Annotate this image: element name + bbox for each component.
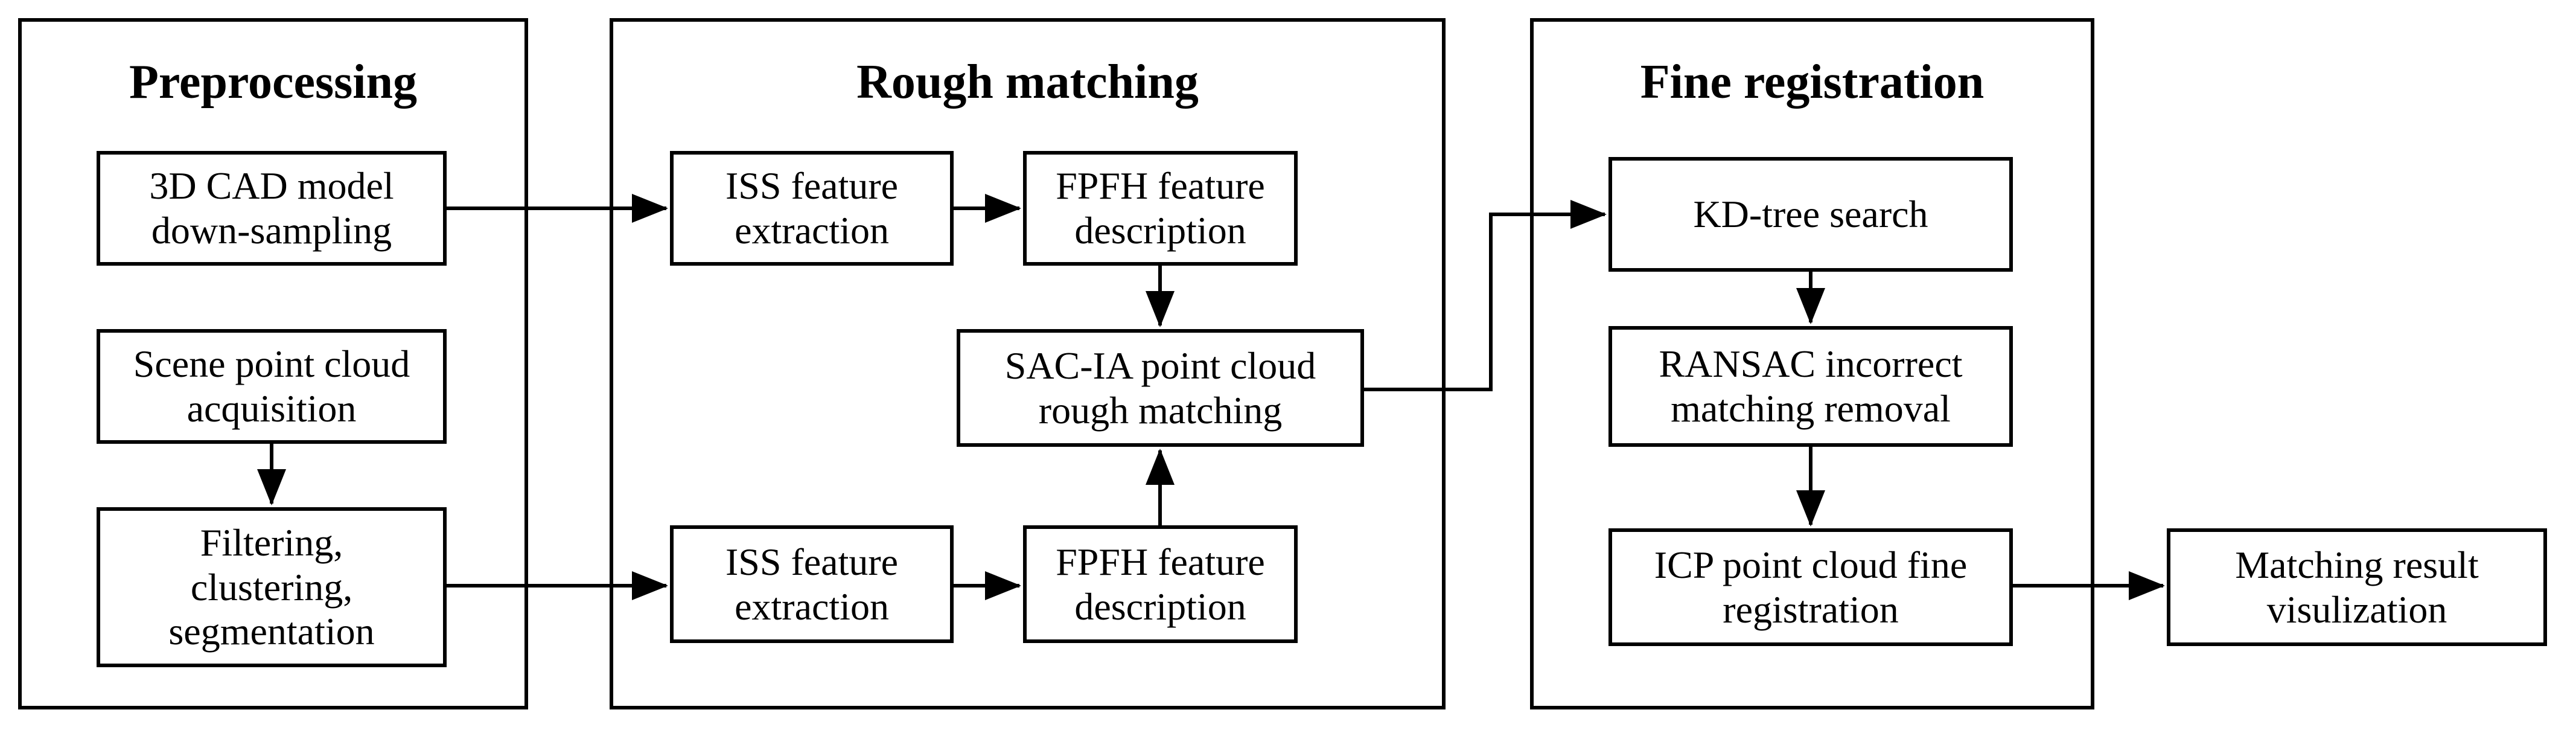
sacia-rough-matching-label: SAC-IA point cloud rough matching (1004, 344, 1316, 432)
filtering-box: Filtering, clustering, segmentation (97, 507, 447, 667)
fpfh-description-bottom-box: FPFH feature description (1023, 525, 1298, 643)
iss-extraction-top-label: ISS feature extraction (725, 164, 899, 252)
fpfh-description-top-label: FPFH feature description (1056, 164, 1265, 252)
sacia-rough-matching-box: SAC-IA point cloud rough matching (957, 329, 1364, 447)
kdtree-search-box: KD-tree search (1608, 157, 2013, 272)
iss-extraction-bottom-label: ISS feature extraction (725, 540, 899, 628)
matching-result-label: Matching result visulization (2235, 543, 2479, 631)
preprocessing-title: Preprocessing (129, 56, 417, 109)
fpfh-description-top-box: FPFH feature description (1023, 151, 1298, 266)
scene-acquisition-label: Scene point cloud acquisition (133, 342, 410, 430)
kdtree-search-label: KD-tree search (1693, 193, 1928, 236)
matching-result-box: Matching result visulization (2167, 528, 2547, 646)
fpfh-description-bottom-label: FPFH feature description (1056, 540, 1265, 628)
scene-acquisition-box: Scene point cloud acquisition (97, 329, 447, 444)
cad-downsampling-label: 3D CAD model down-sampling (149, 164, 394, 252)
iss-extraction-bottom-box: ISS feature extraction (670, 525, 954, 643)
cad-downsampling-box: 3D CAD model down-sampling (97, 151, 447, 266)
iss-extraction-top-box: ISS feature extraction (670, 151, 954, 266)
fine-registration-title: Fine registration (1640, 56, 1985, 109)
icp-fine-registration-box: ICP point cloud fine registration (1608, 528, 2013, 646)
ransac-removal-label: RANSAC incorrect matching removal (1659, 342, 1963, 430)
rough-matching-title: Rough matching (856, 56, 1199, 109)
filtering-label: Filtering, clustering, segmentation (168, 521, 375, 653)
ransac-removal-box: RANSAC incorrect matching removal (1608, 326, 2013, 447)
icp-fine-registration-label: ICP point cloud fine registration (1654, 543, 1968, 631)
